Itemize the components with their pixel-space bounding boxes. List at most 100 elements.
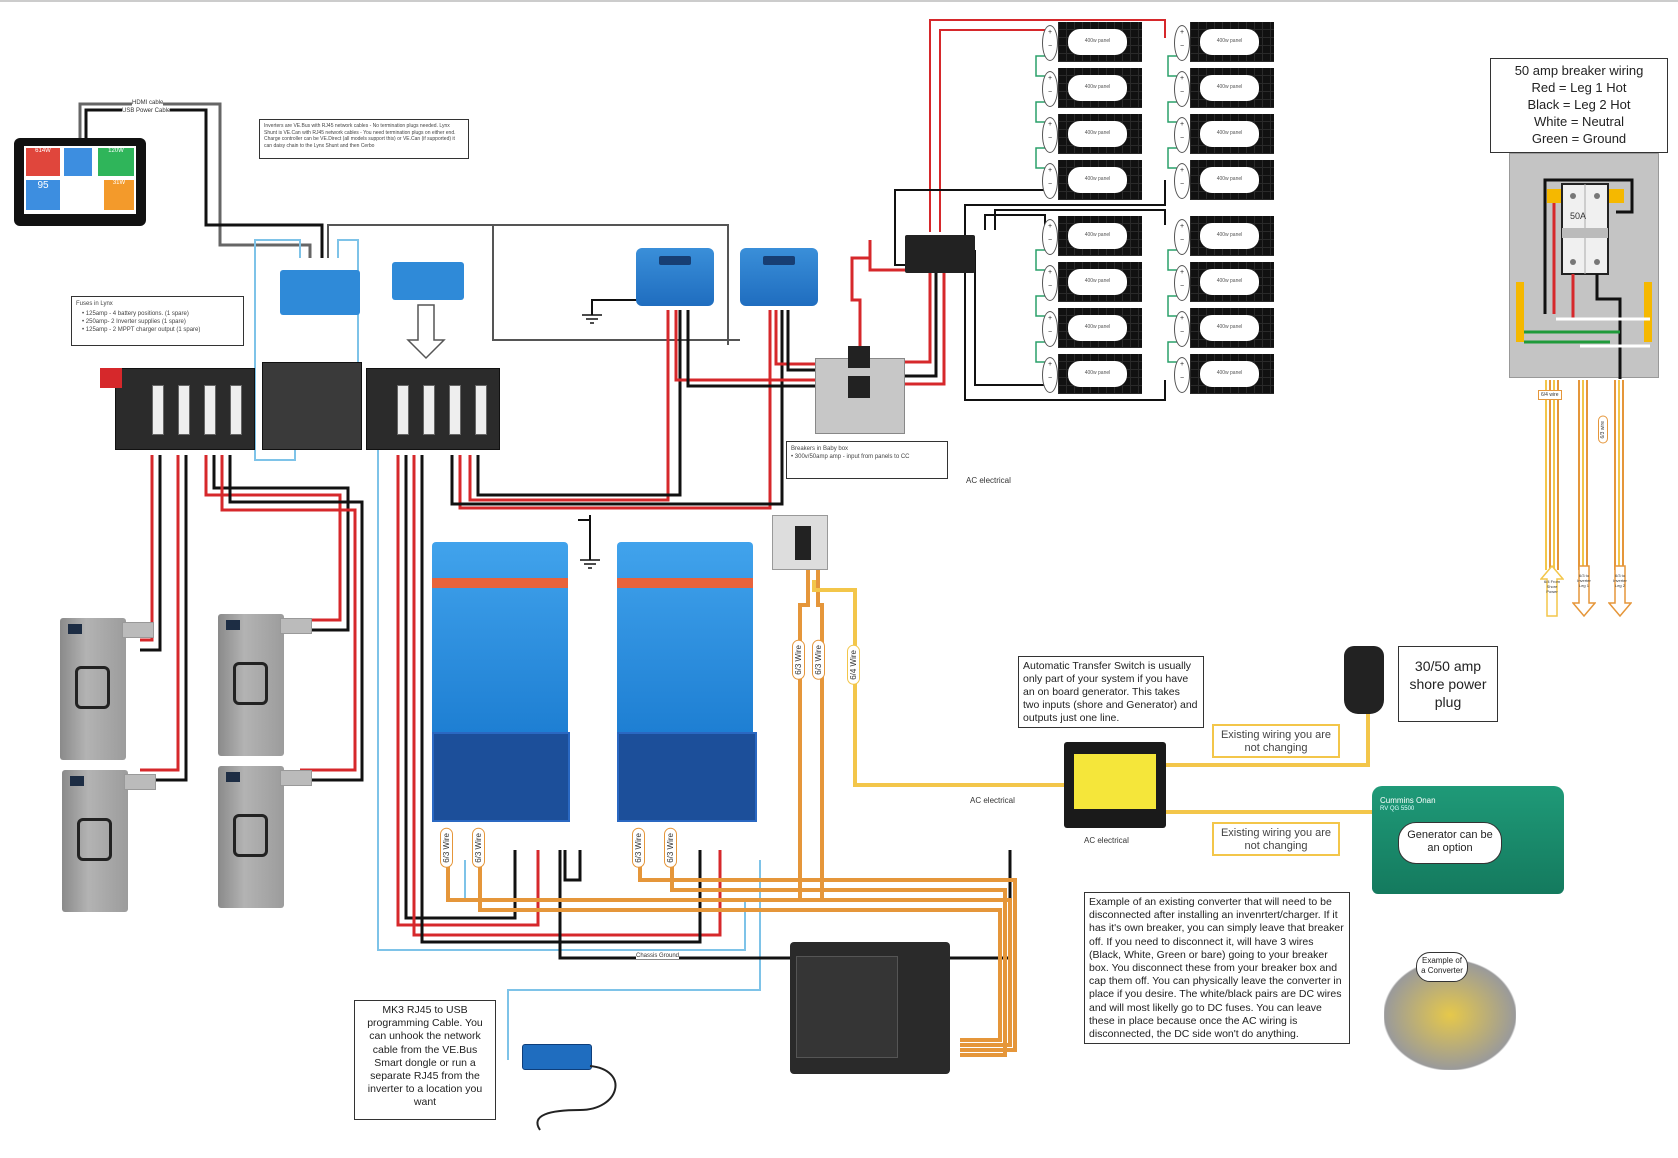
inv1-wire-label-b: 6/3 Wire — [472, 828, 485, 868]
arrow-leg2-label: 6/3 to Inverter Leg 2 — [1613, 573, 1627, 588]
gx-tile-dc-loads: 31W — [104, 180, 134, 210]
converter-bubble: Example of a Converter — [1416, 952, 1468, 982]
solar-panel-label: 400w panel — [1200, 167, 1259, 193]
bat3-positive — [204, 455, 342, 622]
subpanel-wire-label-c: 6/4 Wire — [847, 645, 860, 685]
subpanel-wire-b — [816, 570, 824, 900]
fuse — [230, 385, 242, 435]
panel-junction-icon: +− — [1042, 311, 1058, 347]
inv2-wire-label-b: 6/3 Wire — [664, 828, 677, 868]
solar-panel: 400w panel — [1190, 308, 1274, 348]
gx-tile-battery: 95 — [26, 180, 60, 210]
fuse — [397, 385, 409, 435]
battery-2 — [218, 614, 312, 756]
ve-direct-cable — [327, 224, 729, 345]
solar-panel-label: 400w panel — [1200, 361, 1259, 387]
breaker-wiring-red: Red = Leg 1 Hot — [1531, 80, 1627, 95]
battery-4 — [218, 766, 312, 908]
array-d-positive — [984, 214, 1046, 230]
ac-subpanel — [772, 515, 828, 570]
converter-panel — [796, 956, 898, 1058]
shore-plug-note: 30/50 amp shore power plug — [1398, 646, 1498, 722]
fuse — [178, 385, 190, 435]
panel-junction-icon: +− — [1174, 25, 1190, 61]
ground-symbol-inverter — [580, 559, 600, 569]
panel-series-link — [1167, 101, 1181, 123]
fuses-note-item: 125amp - 2 MPPT charger output (1 spare) — [82, 326, 239, 334]
breaker-panel-wiring — [1516, 178, 1652, 379]
pv-negative-2 — [786, 310, 820, 372]
mk3-note: MK3 RJ45 to USB programming Cable. You c… — [354, 1000, 496, 1120]
panel-junction-icon: +− — [1174, 71, 1190, 107]
solar-panel-label: 400w panel — [1200, 315, 1259, 341]
dc-breaker — [848, 376, 870, 398]
array-d-negative — [974, 250, 1046, 386]
ve-direct-cable-2 — [492, 225, 740, 341]
panel-junction-icon: +− — [1174, 311, 1190, 347]
mppt2-negative — [450, 310, 784, 506]
usb-power-cable-label: USB Power Cable — [122, 108, 171, 114]
dc-breaker — [848, 346, 870, 368]
panel-junction-icon: +− — [1174, 357, 1190, 393]
solar-panel: 400w panel — [1058, 22, 1142, 62]
breaker-wiring-black: Black = Leg 2 Hot — [1527, 97, 1631, 112]
panel-junction-icon: +− — [1042, 117, 1058, 153]
solar-panel: 400w panel — [1190, 22, 1274, 62]
subpanel-wire-label-b: 6/3 Wire — [812, 640, 825, 680]
existing-converter-box — [790, 942, 950, 1074]
multiplus-inverter-1 — [432, 542, 568, 732]
hdmi-cable — [78, 102, 312, 258]
wire-63-label: 6/3 wire — [1598, 416, 1608, 444]
panel-junction-icon: +− — [1042, 163, 1058, 199]
arrow-down-leg1: 6/3 to Inverter Leg 1 — [1571, 565, 1597, 618]
array-a-positive — [929, 19, 1166, 232]
panel-series-link — [1167, 55, 1181, 77]
mppt1-negative — [476, 310, 682, 497]
panel-junction-icon: +− — [1174, 265, 1190, 301]
panel-junction-icon: +− — [1174, 163, 1190, 199]
bat3-negative — [212, 455, 350, 632]
multiplus-inverter-2 — [617, 542, 753, 732]
inverter-ground-wire — [578, 519, 591, 560]
inv2-positive — [412, 455, 722, 937]
main-breaker-panel: 50A — [1509, 153, 1659, 379]
breaker-box-feeds — [1545, 380, 1624, 570]
fuses-note-item: 250amp- 2 Inverter supplies (1 spare) — [82, 318, 239, 326]
panel-junction-icon: +− — [1042, 25, 1058, 61]
solar-panel: 400w panel — [1058, 160, 1142, 200]
breaker-wiring-white: White = Neutral — [1534, 114, 1624, 129]
fuse — [152, 385, 164, 435]
mppt-ground-wire — [591, 299, 640, 315]
lynx-shunt — [280, 270, 360, 315]
solar-panel-label: 400w panel — [1068, 167, 1127, 193]
pv-positive-2 — [774, 310, 820, 366]
inv1-wire-label-a: 6/3 Wire — [440, 828, 453, 868]
gx-touch-display: 614W 120W 95 31W — [14, 138, 146, 226]
fuses-note-item: 125amp - 4 battery positions. (1 spare) — [82, 310, 239, 318]
solar-panel: 400w panel — [1058, 114, 1142, 154]
panel-series-link — [1035, 295, 1049, 317]
fuses-note: Fuses in Lynx 125amp - 4 battery positio… — [71, 296, 244, 346]
inv2-ac-wire-a — [638, 850, 1017, 1052]
pv-positive-1 — [674, 310, 820, 382]
mppt-charger-1 — [636, 248, 714, 306]
solar-panel-label: 400w panel — [1200, 223, 1259, 249]
inv1-positive — [396, 455, 540, 927]
array-a-negative — [964, 180, 1166, 240]
solar-panel: 400w panel — [1058, 262, 1142, 302]
mppt-charger-2 — [740, 248, 818, 306]
inverter-1-connection-area — [432, 732, 570, 822]
lynx-distributor-right — [366, 368, 500, 450]
automatic-transfer-switch — [1064, 742, 1166, 828]
inv-ground-loop — [563, 850, 582, 882]
panel-series-link — [1035, 249, 1049, 271]
genset-brand: Cummins Onan — [1380, 796, 1436, 805]
solar-panel-label: 400w panel — [1200, 269, 1259, 295]
panel-junction-icon: +− — [1042, 265, 1058, 301]
combiner-loop — [850, 248, 872, 360]
cerbo-gx — [392, 262, 464, 300]
inverter-2-connection-area — [617, 732, 757, 822]
arrow-shore-label: 6/4 From Shore Power — [1543, 579, 1560, 594]
breaker-wiring-note: 50 amp breaker wiring Red = Leg 1 Hot Bl… — [1490, 58, 1668, 153]
usb-cable — [536, 1065, 617, 1131]
